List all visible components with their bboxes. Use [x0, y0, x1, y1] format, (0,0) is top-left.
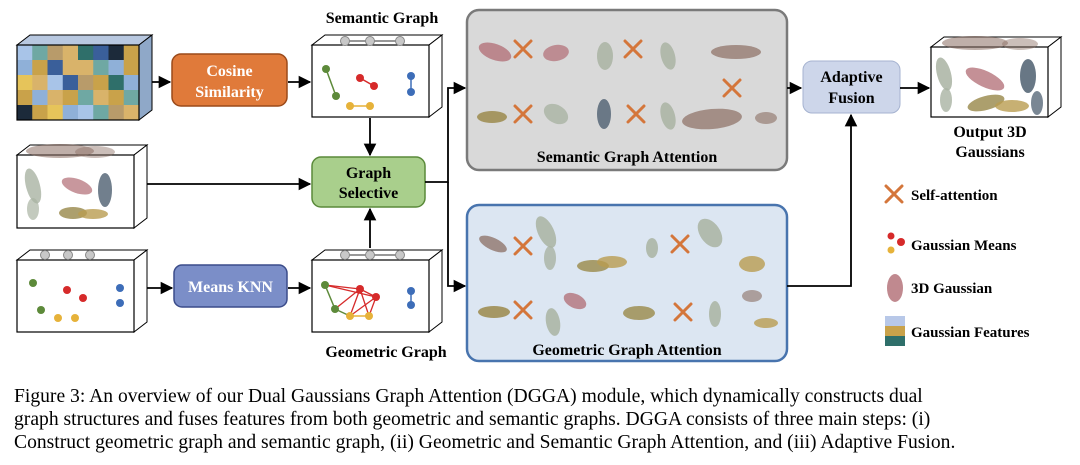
legend-gaussian-means: Gaussian Means: [911, 238, 1017, 254]
means-knn-node: Means KNN: [173, 264, 288, 308]
geometric-graph-cube: [310, 248, 444, 334]
feature-cell: [17, 90, 33, 106]
feature-cell: [78, 90, 94, 106]
cosine-line1: Cosine: [206, 63, 252, 80]
caption-line-2: graph structures and fuses features from…: [14, 409, 931, 430]
feature-cell: [62, 60, 79, 76]
output-gaussians-cube: [929, 35, 1063, 119]
legend-self-attention: Self-attention: [911, 188, 998, 204]
cross-icon: [513, 236, 533, 256]
feature-cell: [32, 60, 48, 76]
feature-cell: [62, 90, 79, 106]
legend-gaussian-features: Gaussian Features: [911, 325, 1030, 341]
feature-cell: [62, 105, 79, 121]
gaussian-features-icon: [885, 316, 905, 346]
feature-cell: [123, 45, 140, 61]
flow-arrows: [147, 75, 931, 295]
feature-cell: [62, 45, 79, 61]
output-label-line1: Output 3D: [953, 124, 1026, 141]
arrow-icon: [447, 182, 467, 293]
feature-cell: [108, 75, 125, 91]
feature-cell: [93, 75, 109, 91]
gaussian-means-icon: [887, 232, 895, 240]
feature-cell: [17, 45, 33, 61]
legend-3d-gaussian: 3D Gaussian: [911, 281, 993, 297]
means-knn-label: Means KNN: [188, 279, 273, 296]
geometric-graph-label: Geometric Graph: [325, 344, 446, 361]
self-attention-crosses: [513, 39, 742, 322]
caption-line-1: Figure 3: An overview of our Dual Gaussi…: [14, 386, 923, 407]
adaptive-line2: Fusion: [828, 90, 874, 107]
feature-cell: [32, 105, 48, 121]
cosine-line2: Similarity: [195, 84, 263, 101]
feature-cell: [17, 60, 33, 76]
feature-cell: [32, 75, 48, 91]
adaptive-line1: Adaptive: [820, 69, 882, 86]
gaussian-features-cube: [15, 33, 154, 122]
cross-icon: [626, 104, 646, 124]
feature-cell: [108, 60, 125, 76]
feature-cell: [32, 90, 48, 106]
cross-icon: [722, 78, 742, 98]
semantic-panel-title: Semantic Graph Attention: [537, 149, 718, 166]
output-label-line2: Gaussians: [955, 144, 1024, 161]
dgga-diagram: Semantic Graph Geometric Gr: [15, 8, 1063, 363]
arrow-icon: [425, 81, 467, 183]
feature-cell: [108, 45, 125, 61]
feature-cell: [123, 75, 140, 91]
adaptive-fusion-node: Adaptive Fusion: [802, 60, 901, 114]
feature-cell: [93, 60, 109, 76]
feature-cell: [32, 45, 48, 61]
graph-selective-line1: Graph: [346, 165, 391, 182]
arrow-icon: [787, 113, 858, 287]
feature-cell: [108, 105, 125, 121]
feature-cell: [78, 60, 94, 76]
feature-cell: [78, 105, 94, 121]
feature-cell: [47, 45, 64, 61]
means-input-cube: [15, 248, 149, 334]
feature-cell: [93, 45, 109, 61]
legend: Self-attention Gaussian Means 3D Gaussia…: [884, 184, 1030, 346]
feature-cell: [78, 45, 94, 61]
feature-cell: [108, 90, 125, 106]
cross-icon: [623, 39, 643, 59]
feature-cell: [93, 105, 109, 121]
cross-icon: [513, 300, 533, 320]
graph-selective-line2: Selective: [339, 185, 399, 202]
feature-cell: [47, 75, 64, 91]
feature-cell: [78, 75, 94, 91]
cross-icon: [673, 302, 693, 322]
cross-icon: [513, 104, 533, 124]
feature-cell: [93, 90, 109, 106]
cross-icon: [884, 184, 904, 204]
feature-cell: [62, 75, 79, 91]
caption-line-3: Construct geometric graph and semantic g…: [14, 432, 956, 453]
geometric-attention-panel: Geometric Graph Attention: [465, 203, 789, 363]
feature-cell: [17, 105, 33, 121]
geometric-panel-title: Geometric Graph Attention: [532, 342, 721, 359]
feature-cell: [47, 60, 64, 76]
cross-icon: [670, 234, 690, 254]
semantic-attention-panel: Semantic Graph Attention: [465, 8, 789, 172]
figure-caption: Figure 3: An overview of our Dual Gaussi…: [14, 385, 1070, 454]
gaussian-3d-icon: [887, 274, 903, 302]
cross-icon: [513, 39, 533, 59]
feature-cell: [123, 90, 140, 106]
gaussians-input-cube: [15, 143, 149, 230]
feature-cell: [123, 60, 140, 76]
cosine-similarity-node: Cosine Similarity: [171, 53, 288, 107]
feature-cell: [17, 75, 33, 91]
semantic-graph-cube: [310, 33, 444, 119]
graph-selective-node: Graph Selective: [311, 156, 426, 208]
semantic-graph-label: Semantic Graph: [326, 10, 439, 27]
feature-cell: [47, 105, 64, 121]
feature-cell: [123, 105, 140, 121]
feature-cell: [47, 90, 64, 106]
